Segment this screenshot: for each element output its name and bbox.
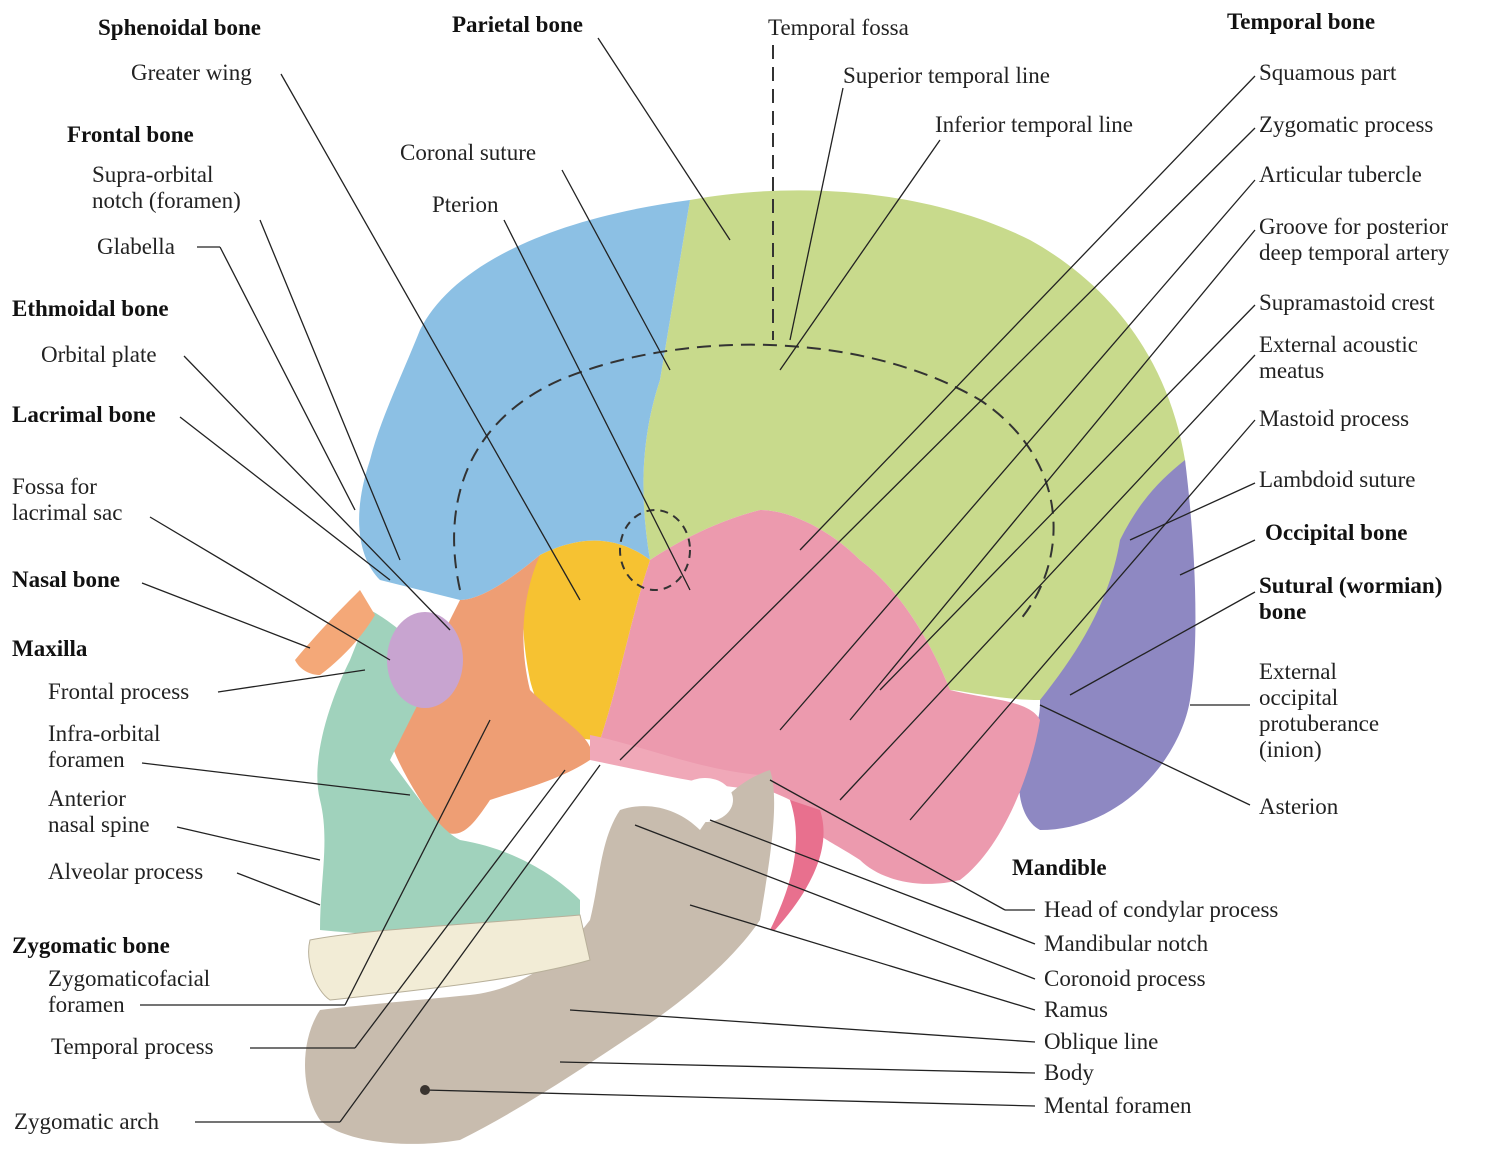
heading-lacrimal-bone: Lacrimal bone <box>12 402 156 427</box>
label-mastoid-process: Mastoid process <box>1259 406 1410 431</box>
label-body: Body <box>1044 1060 1094 1085</box>
label-supraorbital-notch: Supra-orbital notch (foramen) <box>92 162 241 213</box>
pterion-circle <box>619 509 691 591</box>
label-asterion: Asterion <box>1259 794 1339 819</box>
label-orbital-plate: Orbital plate <box>41 342 157 367</box>
label-oblique-line: Oblique line <box>1044 1029 1159 1054</box>
label-squamous-part: Squamous part <box>1259 60 1397 85</box>
mandible-region <box>305 770 775 1144</box>
label-lambdoid-suture: Lambdoid suture <box>1259 467 1416 492</box>
label-infraorbital-foramen: Infra-orbital foramen <box>48 721 161 772</box>
label-superior-temporal-line: Superior temporal line <box>843 63 1050 88</box>
occipital-bone-region <box>1019 460 1196 830</box>
label-articular-tubercle: Articular tubercle <box>1259 162 1422 187</box>
label-inferior-temporal-line: Inferior temporal line <box>935 112 1133 137</box>
label-head-condylar-process: Head of condylar process <box>1044 897 1279 922</box>
label-temporal-process: Temporal process <box>51 1034 214 1059</box>
label-coronoid-process: Coronoid process <box>1044 966 1206 991</box>
label-groove-posterior-deep-temporal-artery: Groove for posterior deep temporal arter… <box>1259 214 1450 265</box>
teeth-region <box>308 914 591 1001</box>
zygomatic-arch-region <box>590 735 760 790</box>
label-mental-foramen: Mental foramen <box>1044 1093 1192 1118</box>
heading-sphenoidal-bone: Sphenoidal bone <box>98 15 261 40</box>
label-greater-wing: Greater wing <box>131 60 252 85</box>
label-coronal-suture: Coronal suture <box>400 140 537 165</box>
heading-mandible: Mandible <box>1012 855 1107 880</box>
label-temporal-fossa: Temporal fossa <box>768 15 909 40</box>
heading-sutural-bone: Sutural (wormian) bone <box>1259 573 1443 624</box>
heading-occipital-bone: Occipital bone <box>1265 520 1408 545</box>
frontal-bone-region <box>359 200 690 600</box>
label-pterion: Pterion <box>432 192 499 217</box>
heading-zygomatic-bone: Zygomatic bone <box>12 933 170 958</box>
zygomatic-bone-region <box>390 555 592 834</box>
label-zygomatic-process: Zygomatic process <box>1259 112 1434 137</box>
label-alveolar-process: Alveolar process <box>48 859 204 884</box>
label-external-acoustic-meatus: External acoustic meatus <box>1259 332 1419 383</box>
label-frontal-process: Frontal process <box>48 679 190 704</box>
temporal-bone-region <box>600 510 1040 884</box>
sphenoid-bone-region <box>523 540 650 740</box>
mental-foramen-dot <box>420 1085 430 1095</box>
leader-lines <box>140 37 1256 1123</box>
nasal-bone-region <box>295 590 375 675</box>
label-fossa-lacrimal-sac: Fossa for lacrimal sac <box>12 474 123 525</box>
label-mandibular-notch: Mandibular notch <box>1044 931 1209 956</box>
heading-frontal-bone: Frontal bone <box>67 122 194 147</box>
label-external-occipital-protuberance: External occipital protuberance (inion) <box>1259 659 1380 762</box>
heading-maxilla: Maxilla <box>12 636 88 661</box>
parietal-bone-region <box>643 190 1193 701</box>
external-acoustic-meatus-hole <box>677 778 733 822</box>
label-supramastoid-crest: Supramastoid crest <box>1259 290 1435 315</box>
temporal-line-dashed <box>453 343 1055 621</box>
heading-parietal-bone: Parietal bone <box>452 12 583 37</box>
label-glabella: Glabella <box>97 234 175 259</box>
label-zygomaticofacial-foramen: Zygomaticofacial foramen <box>48 966 211 1017</box>
label-ramus: Ramus <box>1044 997 1108 1022</box>
label-zygomatic-arch: Zygomatic arch <box>14 1109 159 1134</box>
orbit-region <box>387 612 463 708</box>
maxilla-region <box>317 610 580 936</box>
label-anterior-nasal-spine: Anterior nasal spine <box>48 786 150 837</box>
heading-temporal-bone: Temporal bone <box>1227 9 1376 34</box>
heading-nasal-bone: Nasal bone <box>12 567 120 592</box>
styloid-process-region <box>770 800 824 930</box>
heading-ethmoidal-bone: Ethmoidal bone <box>12 296 169 321</box>
